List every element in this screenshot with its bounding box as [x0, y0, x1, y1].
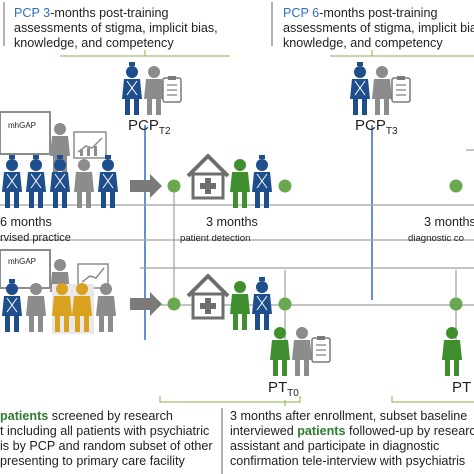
trainee-top-2-icon — [25, 154, 47, 209]
pcp-t3-doctor-icon — [349, 61, 371, 116]
pcp3-line2: assessments of stigma, implicit bias, — [14, 21, 218, 35]
dot-upper-left — [167, 179, 181, 193]
phase-detection-months: 3 months — [206, 215, 258, 229]
dot-lower-left — [167, 297, 181, 311]
phase-detection-label: patient detection — [180, 233, 250, 244]
pcp6-line1: PCP 6-months post-training — [283, 6, 437, 20]
pcp6-line2: assessments of stigma, implicit bia — [283, 21, 474, 35]
training-months: 6 months — [0, 215, 52, 229]
pcp-t2-clipboard-icon — [162, 75, 182, 103]
phase-diagnostic-label: diagnostic co — [408, 233, 464, 244]
dot-pt1-lower — [449, 297, 463, 311]
pt0-bracket — [159, 396, 301, 406]
bottom-left-line2: t including all patients with psychiatri… — [0, 424, 209, 438]
training-board-top-label: mhGAP — [8, 121, 36, 130]
pcp-t3-label: PCPT3 — [355, 117, 398, 137]
clinic-lower-icon — [186, 274, 230, 320]
pcp-t2-assessor-icon — [144, 66, 164, 115]
bottom-right-line4: confirmation tele-interview with psychia… — [230, 454, 465, 468]
trainee-bottom-5-icon — [96, 283, 116, 332]
pcp-t3-clipboard-icon — [391, 75, 411, 103]
patient-lower-icon — [230, 281, 250, 330]
pt1-bracket — [391, 396, 474, 403]
dot-lower-right — [278, 297, 292, 311]
phase-diagnostic-months: 3 months — [424, 215, 474, 229]
patient-upper-icon — [230, 159, 250, 208]
pcp-t2-label: PCPT2 — [128, 117, 171, 137]
doctor-upper-icon — [251, 154, 273, 209]
bottom-right-line1: 3 months after enrollment, subset baseli… — [230, 409, 467, 423]
trainee-bottom-2-icon — [26, 283, 46, 332]
bottom-left-line4: presenting to primary care facility — [0, 454, 185, 468]
doctor-lower-icon — [251, 276, 273, 331]
training-board-top — [0, 111, 51, 155]
trainee-top-5-icon — [97, 154, 119, 209]
training-board-bottom-label: mhGAP — [8, 257, 36, 266]
pt-t1-label: PT — [452, 379, 471, 396]
pt-t0-label: PTT0 — [268, 379, 299, 399]
pcp3-line1: PCP 3-months post-training — [14, 6, 168, 20]
bottom-left-line3: is by PCP and random subset of other — [0, 439, 213, 453]
pt-t0-patient-icon — [270, 327, 290, 376]
dot-upper-right — [278, 179, 292, 193]
pcp3-line3: knowledge, and competency — [14, 36, 174, 50]
training-practice: rvised practice — [0, 232, 71, 244]
pcp-t3-assessor-icon — [372, 66, 392, 115]
pcp3-bracket — [60, 50, 230, 57]
chart-board-top-icon — [73, 131, 107, 159]
clinic-upper-icon — [186, 154, 230, 200]
trainee-top-4-icon — [74, 159, 94, 208]
pt-t0-clipboard-icon — [311, 335, 331, 363]
bottom-right-line3: assistant and participate in diagnostic — [230, 439, 439, 453]
pcp-t2-doctor-icon — [121, 61, 143, 116]
arrow-upper-icon — [130, 174, 162, 198]
pt-t0-assessor-icon — [292, 327, 312, 376]
pcp6-bracket — [330, 50, 474, 57]
bottom-right-line2: interviewed patients followed-up by rese… — [230, 424, 474, 438]
dot-pt1-upper — [449, 179, 463, 193]
trainee-top-1-icon — [1, 154, 23, 209]
arrow-lower-icon — [130, 292, 162, 316]
pcp6-line3: knowledge, and competency — [283, 36, 443, 50]
training-board-bottom — [0, 249, 51, 289]
bottom-left-line1: patients screened by research — [0, 409, 173, 423]
pt-t1-patient-icon — [442, 327, 462, 376]
